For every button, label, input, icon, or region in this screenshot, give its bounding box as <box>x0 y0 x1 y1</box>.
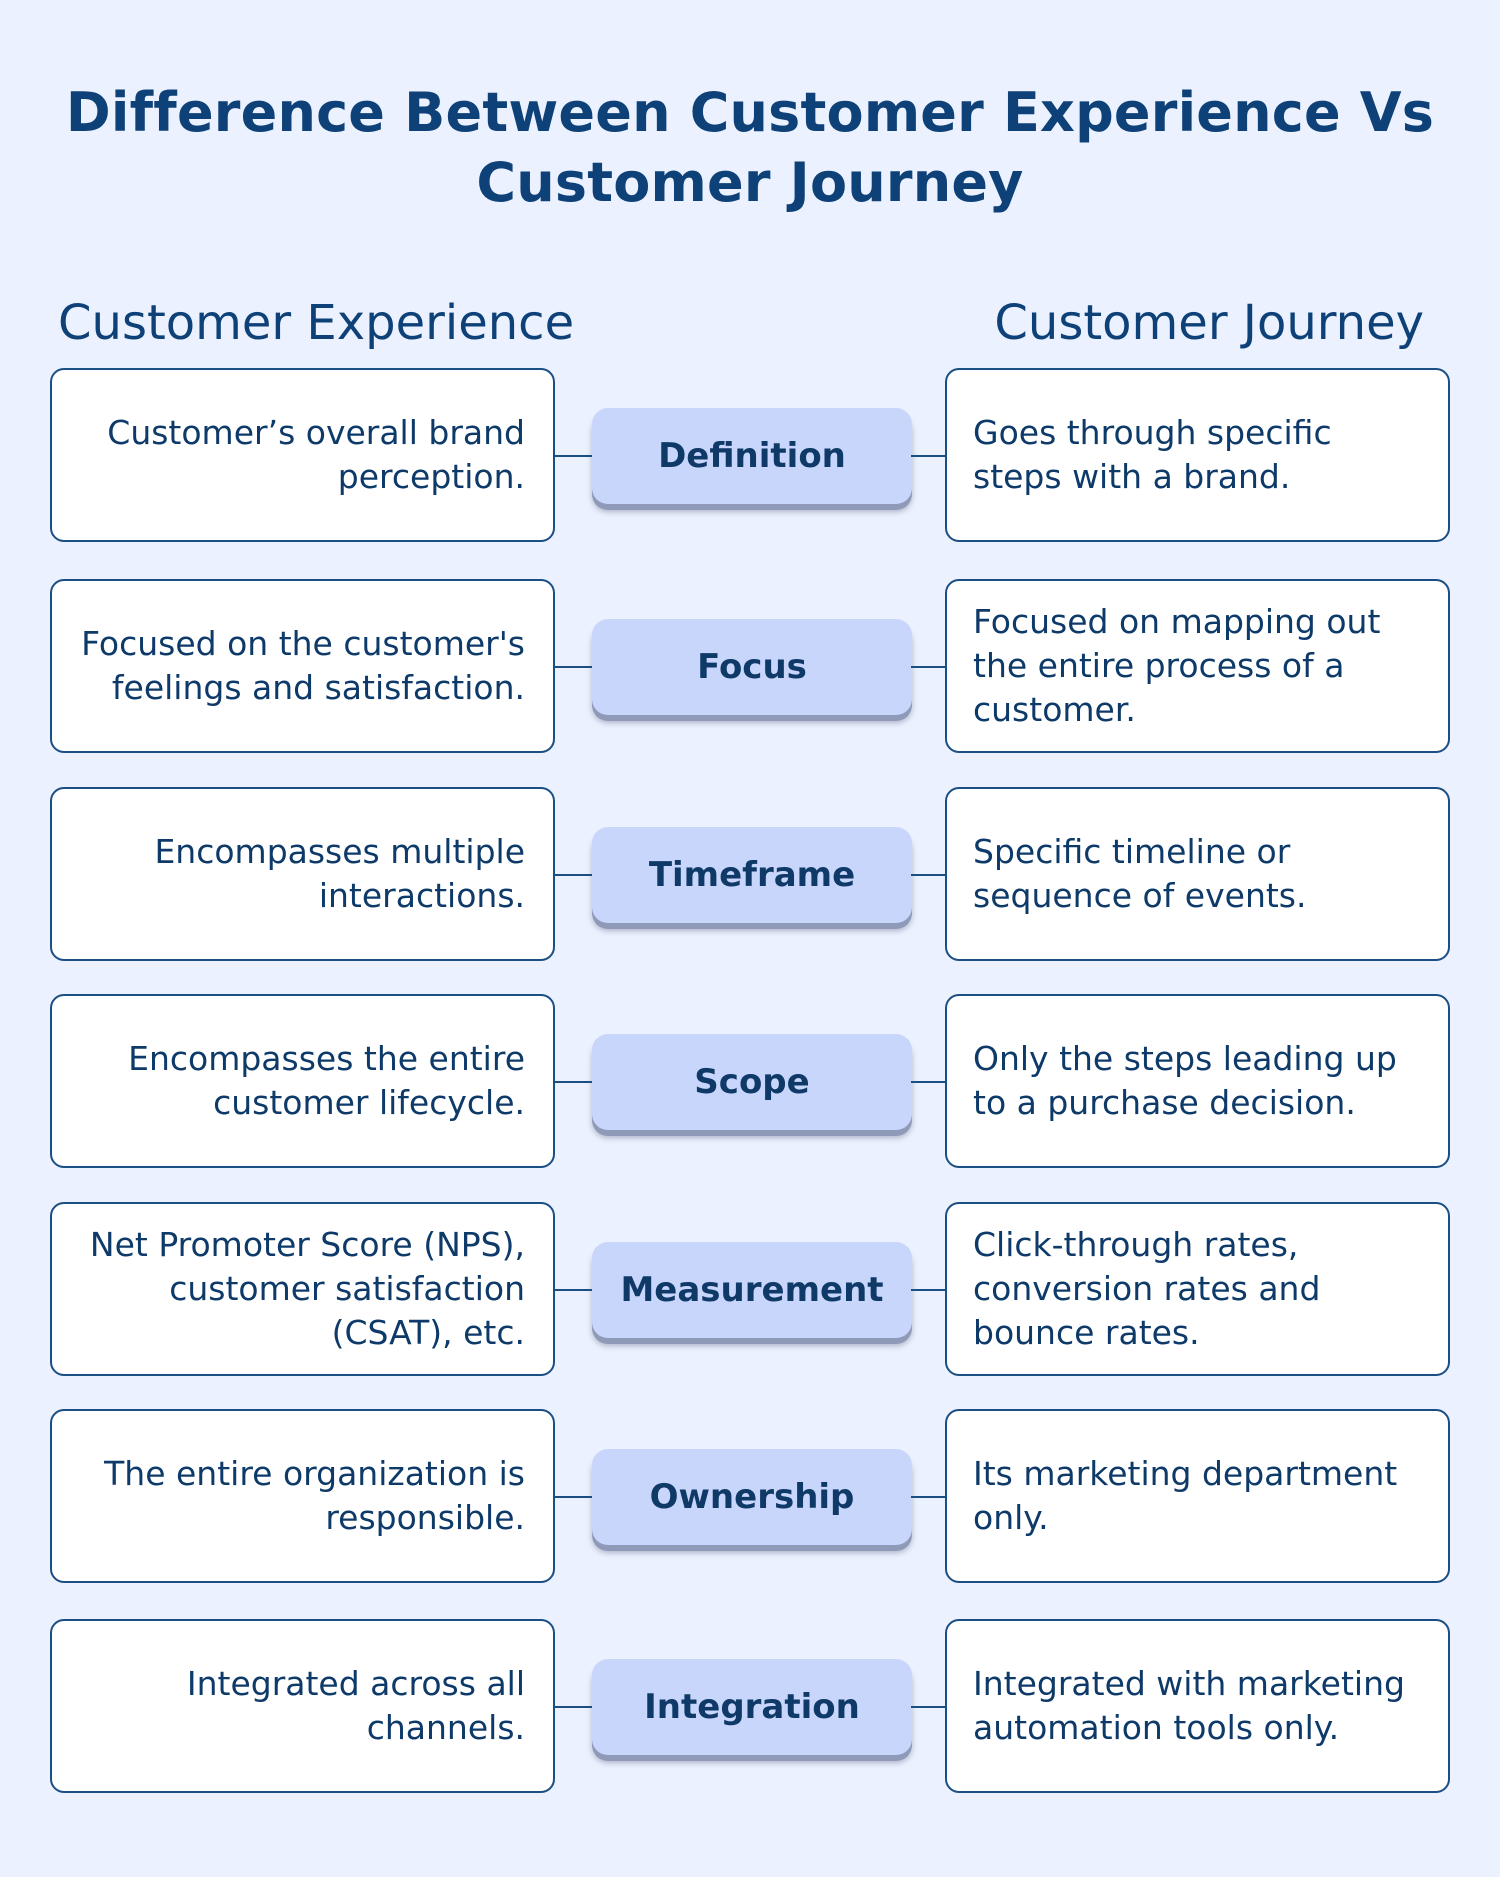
column-heading-customer-journey: Customer Journey <box>994 295 1424 351</box>
criterion-label: Integration <box>592 1659 912 1755</box>
connector-line <box>555 874 593 876</box>
experience-cell: Customer’s overall brand perception. <box>50 368 555 542</box>
journey-cell: Specific timeline or sequence of events. <box>945 787 1450 961</box>
criterion-text: Ownership <box>649 1477 855 1517</box>
experience-text: Integrated across all channels. <box>186 1664 525 1747</box>
criterion-text: Measurement <box>620 1270 884 1310</box>
journey-text: Click-through rates, conversion rates an… <box>973 1225 1321 1352</box>
experience-cell: Integrated across all channels. <box>50 1619 555 1793</box>
experience-text: Net Promoter Score (NPS), customer satis… <box>89 1225 525 1352</box>
comparison-row-measurement: Net Promoter Score (NPS), customer satis… <box>0 1202 1500 1380</box>
journey-cell: Only the steps leading up to a purchase … <box>945 994 1450 1168</box>
criterion-label: Timeframe <box>592 827 912 923</box>
criterion-label: Scope <box>592 1034 912 1130</box>
experience-cell: The entire organization is responsible. <box>50 1409 555 1583</box>
journey-cell: Goes through specific steps with a brand… <box>945 368 1450 542</box>
journey-text: Integrated with marketing automation too… <box>973 1664 1405 1747</box>
connector-line <box>911 1081 947 1083</box>
criterion-label: Measurement <box>592 1242 912 1338</box>
comparison-row-definition: Customer’s overall brand perception. Def… <box>0 368 1500 546</box>
page-title: Difference Between Customer Experience V… <box>65 81 1435 214</box>
connector-line <box>555 1081 593 1083</box>
experience-cell: Encompasses the entire customer lifecycl… <box>50 994 555 1168</box>
column-heading-customer-experience: Customer Experience <box>58 295 575 351</box>
connector-line <box>555 1706 593 1708</box>
journey-cell: Integrated with marketing automation too… <box>945 1619 1450 1793</box>
connector-line <box>555 666 593 668</box>
experience-cell: Focused on the customer's feelings and s… <box>50 579 555 753</box>
experience-cell: Net Promoter Score (NPS), customer satis… <box>50 1202 555 1376</box>
criterion-label: Focus <box>592 619 912 715</box>
connector-line <box>911 1496 947 1498</box>
criterion-text: Timeframe <box>648 855 856 895</box>
journey-text: Goes through specific steps with a brand… <box>973 413 1332 496</box>
connector-line <box>911 874 947 876</box>
comparison-row-integration: Integrated across all channels. Integrat… <box>0 1619 1500 1797</box>
journey-text: Its marketing department only. <box>973 1454 1398 1537</box>
experience-text: Encompasses multiple interactions. <box>154 832 525 915</box>
comparison-row-scope: Encompasses the entire customer lifecycl… <box>0 994 1500 1172</box>
journey-cell: Focused on mapping out the entire proces… <box>945 579 1450 753</box>
journey-cell: Its marketing department only. <box>945 1409 1450 1583</box>
criterion-text: Focus <box>697 647 807 687</box>
journey-text: Focused on mapping out the entire proces… <box>973 602 1381 729</box>
connector-line <box>911 1289 947 1291</box>
criterion-text: Definition <box>658 436 846 476</box>
journey-text: Only the steps leading up to a purchase … <box>973 1039 1397 1122</box>
criterion-label: Definition <box>592 408 912 504</box>
connector-line <box>555 1496 593 1498</box>
experience-text: Customer’s overall brand perception. <box>107 413 525 496</box>
criterion-text: Integration <box>644 1687 860 1727</box>
connector-line <box>911 666 947 668</box>
connector-line <box>555 455 593 457</box>
criterion-text: Scope <box>694 1062 810 1102</box>
experience-text: Encompasses the entire customer lifecycl… <box>128 1039 525 1122</box>
connector-line <box>555 1289 593 1291</box>
connector-line <box>911 1706 947 1708</box>
experience-text: Focused on the customer's feelings and s… <box>81 624 525 707</box>
criterion-label: Ownership <box>592 1449 912 1545</box>
journey-cell: Click-through rates, conversion rates an… <box>945 1202 1450 1376</box>
comparison-row-timeframe: Encompasses multiple interactions. Timef… <box>0 787 1500 965</box>
comparison-row-focus: Focused on the customer's feelings and s… <box>0 579 1500 757</box>
experience-text: The entire organization is responsible. <box>104 1454 525 1537</box>
journey-text: Specific timeline or sequence of events. <box>973 832 1307 915</box>
connector-line <box>911 455 947 457</box>
experience-cell: Encompasses multiple interactions. <box>50 787 555 961</box>
comparison-row-ownership: The entire organization is responsible. … <box>0 1409 1500 1587</box>
